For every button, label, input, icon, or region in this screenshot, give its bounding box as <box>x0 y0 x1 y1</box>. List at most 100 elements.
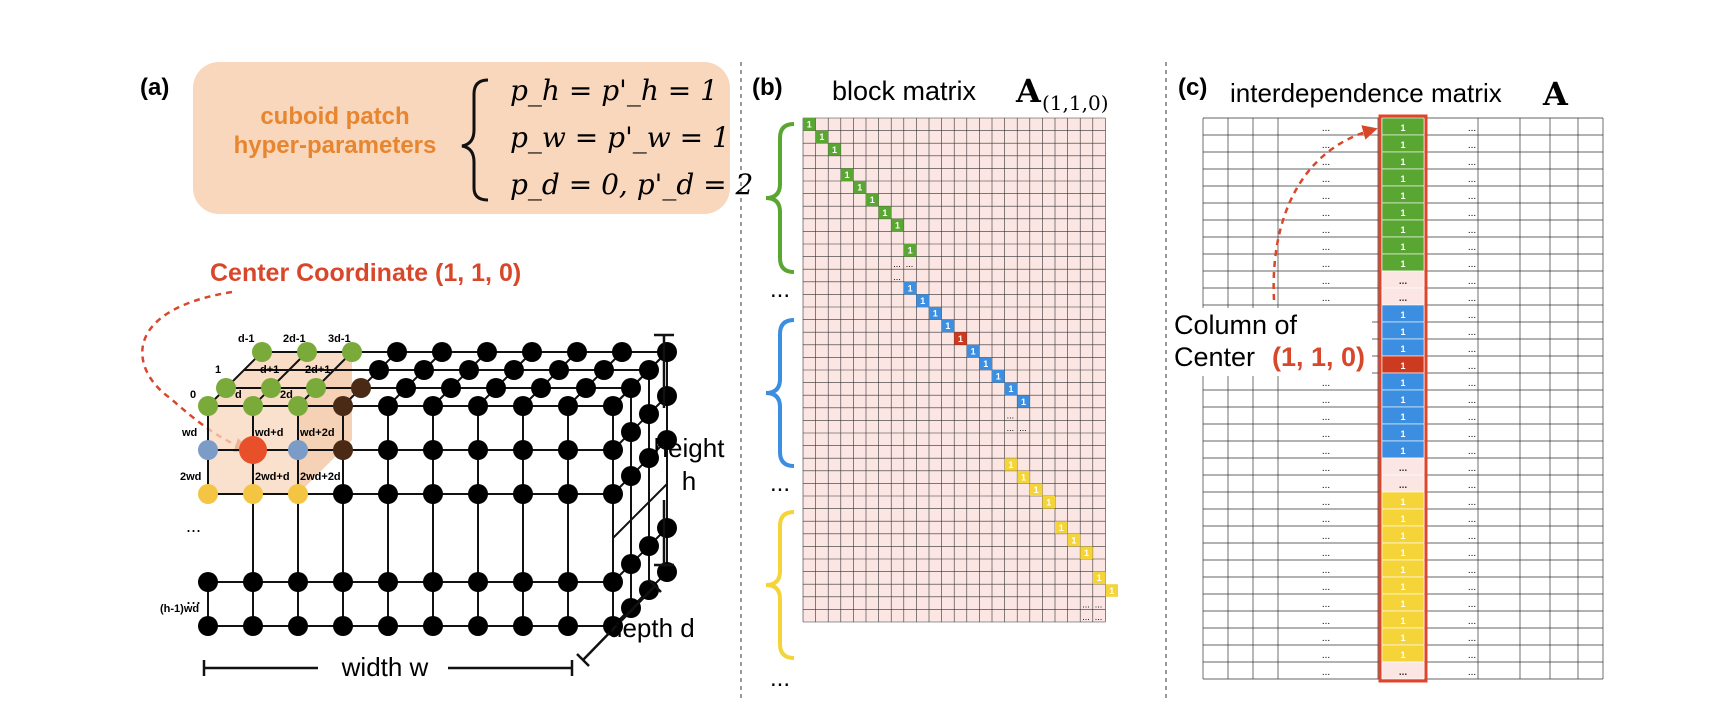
matrix-c-cell-value: 1 <box>1400 446 1405 456</box>
matrix-b-cell-blue <box>941 319 955 333</box>
lattice-node <box>216 378 236 398</box>
brace-blue <box>765 318 795 468</box>
lattice-node <box>198 396 218 416</box>
matrix-b-row-ellipsis: ... <box>770 276 790 303</box>
matrix-b-cell-yellow-value: 1 <box>1034 485 1039 495</box>
lattice-node <box>306 378 326 398</box>
matrix-c-cell-value: 1 <box>1400 548 1405 558</box>
matrix-b-cell-yellow-value: 1 <box>1097 573 1102 583</box>
matrix-b-cell-yellow <box>1092 571 1106 585</box>
matrix-c-cell-value: 1 <box>1400 361 1405 371</box>
matrix-c-row-dots: ... <box>1322 293 1330 304</box>
lattice-node <box>621 466 641 486</box>
matrix-c-row-dots: ... <box>1468 446 1476 457</box>
matrix-c-row-dots: ... <box>1322 191 1330 202</box>
matrix-c-cell-value: 1 <box>1400 242 1405 252</box>
lattice-node <box>252 342 272 362</box>
lattice-depth-line <box>522 351 578 407</box>
matrix-c-row-dots: ... <box>1468 344 1476 355</box>
matrix-c-cell-value: 1 <box>1400 157 1405 167</box>
matrix-c-cell-value: 1 <box>1400 378 1405 388</box>
depth-label: depth d <box>608 613 695 643</box>
column-label-bg <box>1172 308 1372 376</box>
lattice-node <box>369 360 389 380</box>
matrix-c-cell-value: 1 <box>1400 412 1405 422</box>
block-matrix: 1111111111111111111111111111............… <box>765 117 1118 692</box>
lattice-node <box>396 378 416 398</box>
node-label-wd: wd <box>181 427 197 439</box>
lattice-node <box>603 440 623 460</box>
lattice-node <box>243 616 263 636</box>
matrix-c-row-dots: ... <box>1322 616 1330 627</box>
matrix-c-row-dots: ... <box>1322 412 1330 423</box>
lattice-node <box>468 616 488 636</box>
lattice-node <box>603 616 623 636</box>
lattice-side-depth <box>612 571 668 627</box>
matrix-c-row-dots: ... <box>1468 633 1476 644</box>
matrix-c-cell-value: 1 <box>1400 616 1405 626</box>
lattice-node <box>513 440 533 460</box>
matrix-c-row-dots: ... <box>1468 412 1476 423</box>
matrix-c-row-dots: ... <box>1322 174 1330 185</box>
lattice-node <box>333 484 353 504</box>
matrix-c-cell-value: ... <box>1399 293 1408 304</box>
matrix-c-row-dots: ... <box>1468 463 1476 474</box>
lattice-node <box>639 580 659 600</box>
column-label-2: Center <box>1174 342 1255 372</box>
node-label-front: 2d <box>280 389 293 401</box>
matrix-c-row-dots: ... <box>1468 191 1476 202</box>
matrix-c-row-dots: ... <box>1322 531 1330 542</box>
matrix-b-cell-green-value: 1 <box>882 208 887 218</box>
matrix-c-row-dots: ... <box>1468 599 1476 610</box>
lattice-node <box>423 396 443 416</box>
center-coordinate-label: Center Coordinate (1, 1, 0) <box>210 259 521 287</box>
column-arrow <box>1272 125 1378 301</box>
matrix-b-row-ellipsis: ... <box>770 665 790 692</box>
lattice-node <box>378 440 398 460</box>
matrix-b-cell-yellow <box>1029 483 1043 496</box>
lattice-node <box>351 378 371 398</box>
node-label-h1: (h-1)wd <box>160 603 199 615</box>
matrix-c-cell-value: 1 <box>1400 497 1405 507</box>
matrix-b-gap-dots: ... <box>1019 423 1027 433</box>
lattice-node <box>288 572 308 592</box>
matrix-b-cell-blue <box>979 357 992 370</box>
lattice-node <box>333 616 353 636</box>
lattice-node <box>387 342 407 362</box>
panel-a-label: (a) <box>140 74 169 101</box>
matrix-b-gap-dots: ... <box>1007 410 1015 420</box>
matrix-c-cell-value: 1 <box>1400 429 1405 439</box>
matrix-b-cell-green <box>891 218 904 232</box>
matrix-c-row-dots: ... <box>1322 633 1330 644</box>
matrix-b-cell-green-value: 1 <box>857 183 862 193</box>
matrix-b-gap-dots: ... <box>906 259 914 269</box>
matrix-b-cell-green <box>853 181 866 194</box>
lattice-node <box>297 342 317 362</box>
lattice-node <box>378 484 398 504</box>
matrix-c-row-dots: ... <box>1468 582 1476 593</box>
matrix-b-cell-blue-value: 1 <box>908 283 913 293</box>
lattice-node <box>612 342 632 362</box>
lattice-node <box>243 572 263 592</box>
lattice-node <box>603 484 623 504</box>
lattice-node <box>342 342 362 362</box>
matrix-b-cell-yellow-value: 1 <box>1008 460 1013 470</box>
lattice-node <box>423 572 443 592</box>
matrix-c-row-dots: ... <box>1468 157 1476 168</box>
lattice-depth-line <box>342 351 398 407</box>
matrix-c-row-dots: ... <box>1468 650 1476 661</box>
matrix-c-center-column-outline <box>1378 114 1428 683</box>
matrix-b-cell-green-value: 1 <box>845 170 850 180</box>
node-label-mid: 2d+1 <box>305 364 330 376</box>
matrix-b-cell-green-value: 1 <box>908 246 913 256</box>
matrix-c-cell-value: 1 <box>1400 140 1405 150</box>
panel-c-title: interdependence matrix <box>1230 78 1502 108</box>
matrix-c-cell-value: 1 <box>1400 225 1405 235</box>
lattice-node <box>513 484 533 504</box>
lattice-node <box>558 572 578 592</box>
matrix-c-row-dots: ... <box>1468 395 1476 406</box>
lattice-node <box>576 378 596 398</box>
lattice-node <box>261 378 281 398</box>
lattice-node <box>468 572 488 592</box>
lattice-node <box>198 440 218 460</box>
